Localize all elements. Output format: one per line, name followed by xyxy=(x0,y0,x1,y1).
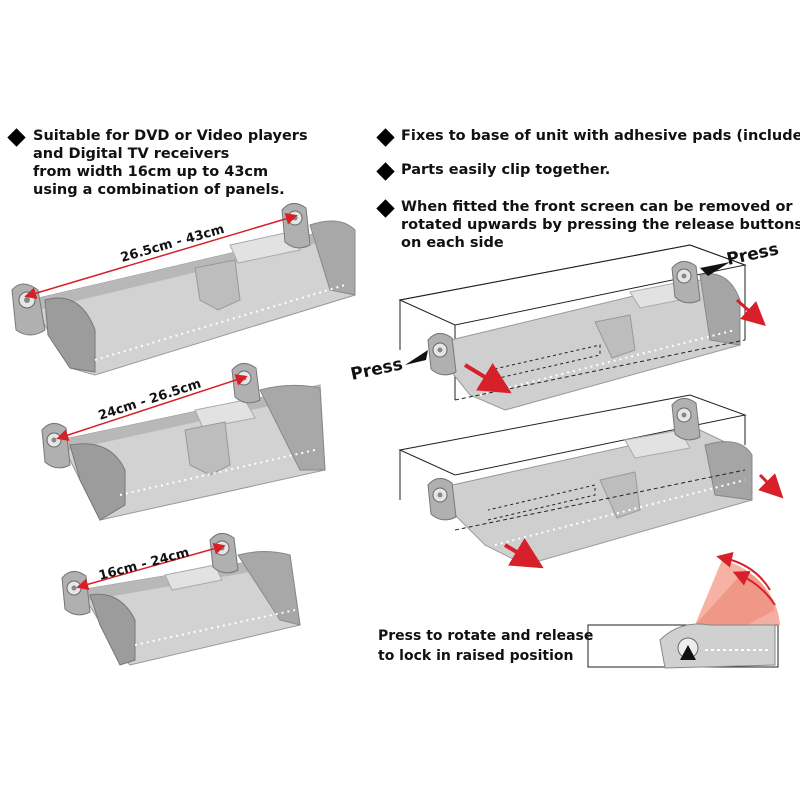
rotate-caption-line: to lock in raised position xyxy=(378,648,574,664)
right-feature-line: Parts easily clip together. xyxy=(401,162,611,178)
right-feature-line: Fixes to base of unit with adhesive pads… xyxy=(401,128,800,144)
rotate-caption: Press to rotate and release to lock in r… xyxy=(378,626,593,666)
press-label-left: Press xyxy=(349,354,405,385)
left-feature-line: Suitable for DVD or Video players xyxy=(33,128,308,144)
right-feature-1: Fixes to base of unit with adhesive pads… xyxy=(401,127,800,145)
fitted-unit-bottom xyxy=(398,394,784,569)
right-feature-line: When fitted the front screen can be remo… xyxy=(401,199,793,215)
left-feature-line: using a combination of panels. xyxy=(33,182,285,198)
press-label-right: Press xyxy=(725,239,781,270)
stand-small: 16cm - 24cm xyxy=(61,533,301,666)
right-feature-line: on each side xyxy=(401,235,504,251)
right-feature-3: When fitted the front screen can be remo… xyxy=(401,198,800,252)
left-feature-line: from width 16cm up to 43cm xyxy=(33,164,269,180)
right-feature-2: Parts easily clip together. xyxy=(401,161,610,179)
left-feature-line: and Digital TV receivers xyxy=(33,146,230,162)
rotate-caption-line: Press to rotate and release xyxy=(378,628,594,644)
rotate-detail xyxy=(587,551,780,669)
left-feature-text: Suitable for DVD or Video players and Di… xyxy=(33,127,308,199)
stand-large: 26.5cm - 43cm xyxy=(11,203,356,376)
right-feature-line: rotated upwards by pressing the release … xyxy=(401,217,800,233)
fitted-unit-top: Press Press xyxy=(349,239,781,411)
stand-medium: 24cm - 26.5cm xyxy=(41,363,326,521)
